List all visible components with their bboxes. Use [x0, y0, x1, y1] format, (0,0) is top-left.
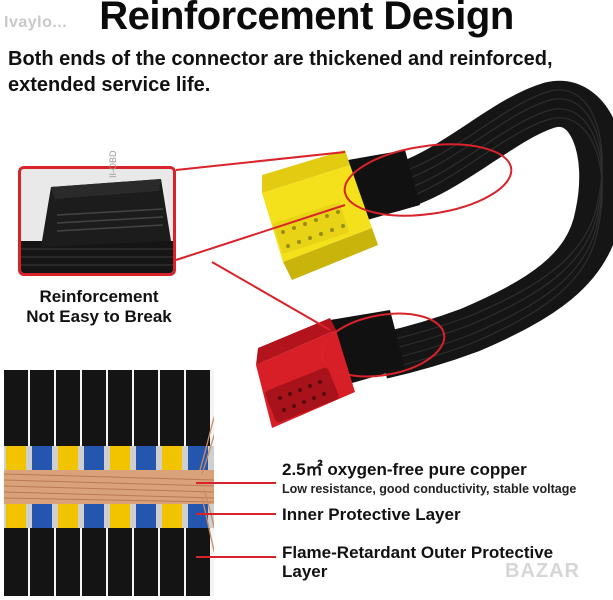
cable-cross-section	[4, 370, 214, 596]
reinforcement-detail-image	[18, 166, 176, 276]
copper-layer-sublabel: Low resistance, good conductivity, stabl…	[282, 482, 577, 496]
outer-layer-leader-line	[196, 556, 276, 558]
highlight-ellipse-bottom	[320, 312, 446, 378]
connector-marking: II-OBD	[108, 150, 118, 178]
outer-layer-label: Flame-Retardant Outer Protective Layer	[282, 543, 554, 581]
highlight-ellipse-top	[343, 143, 513, 217]
caption-line-2: Not Easy to Break	[26, 307, 172, 326]
caption-line-1: Reinforcement	[39, 287, 159, 306]
ribbon-cable	[377, 80, 613, 379]
copper-layer-label: 2.5㎡ oxygen-free pure copper	[282, 460, 527, 479]
bazar-watermark: BAZAR	[505, 560, 580, 582]
page-title: Reinforcement Design	[99, 0, 514, 38]
subtitle: Both ends of the connector are thickened…	[8, 48, 553, 96]
copper-leader-line	[196, 482, 276, 484]
red-connector	[256, 310, 405, 428]
inner-layer-label: Inner Protective Layer	[282, 505, 461, 524]
inner-layer-leader-line	[196, 513, 276, 515]
seller-watermark: Ivaylo...	[4, 14, 68, 31]
reinforcement-caption: Reinforcement Not Easy to Break	[14, 287, 184, 327]
